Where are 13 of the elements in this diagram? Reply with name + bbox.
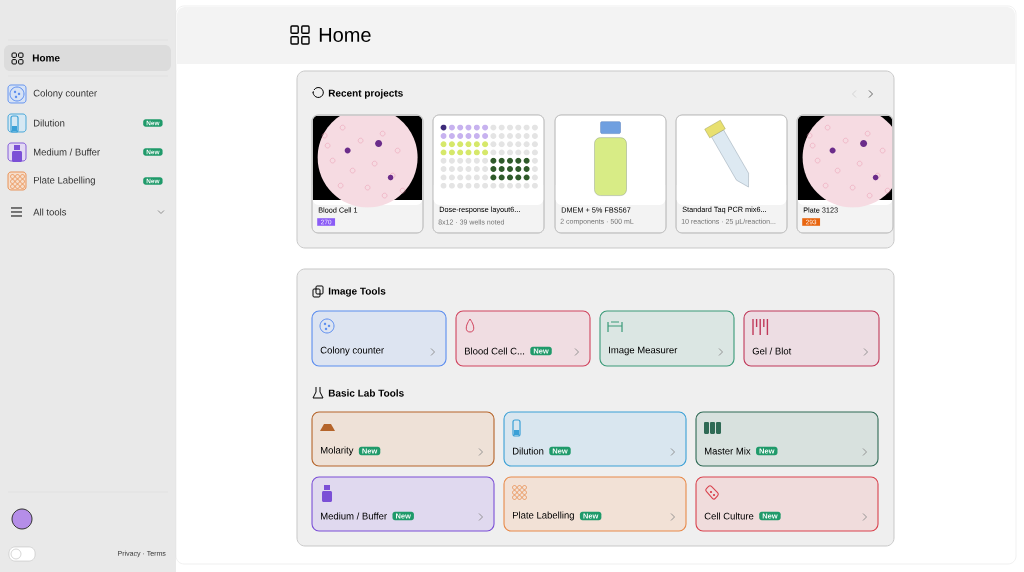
tool-card: Gel / Blot (743, 310, 880, 367)
nav-item: Plate Labelling (34, 176, 95, 186)
nav-item: Home (4, 45, 171, 71)
section-heading: Image Tools (328, 287, 386, 297)
nav-item: Dilution (34, 119, 65, 127)
tool-card: Colony counter (311, 310, 447, 367)
page-title: Home (319, 28, 371, 42)
section-heading: Basic Lab Tools (328, 389, 404, 397)
nav-item: Colony counter (33, 89, 97, 99)
nav-item: All tools (33, 208, 67, 216)
nav-item: Medium / Buffer (34, 148, 100, 156)
tool-card: Image Measurer (599, 310, 735, 367)
section-heading: Recent projects (328, 89, 403, 99)
